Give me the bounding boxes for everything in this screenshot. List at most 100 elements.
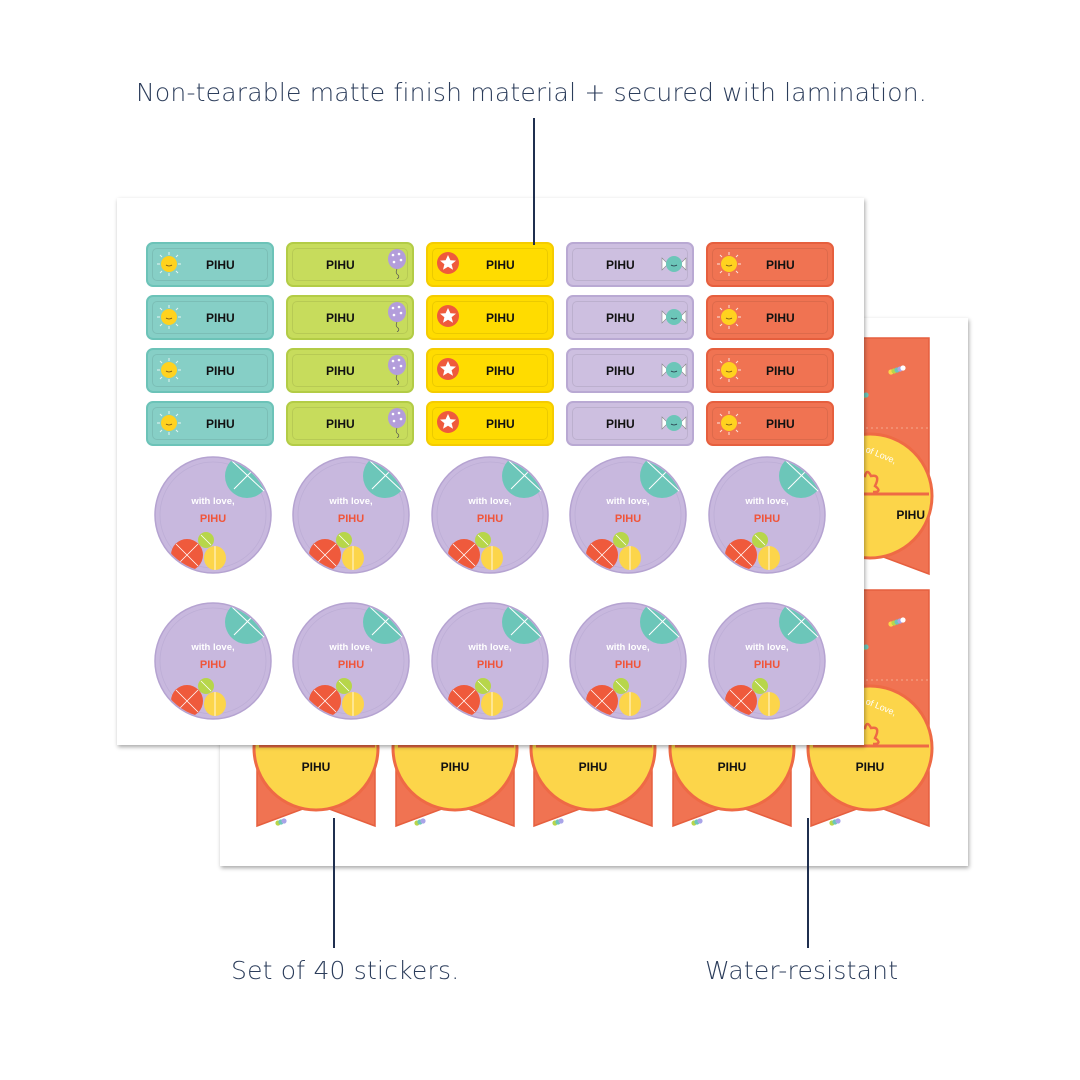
name-label-sticker-star: PIHU xyxy=(426,401,554,446)
label-inner-border xyxy=(712,407,828,440)
sticker-name: PIHU xyxy=(206,417,235,431)
name-label-sticker-sun: PIHU xyxy=(146,348,274,393)
sticker-name: PIHU xyxy=(486,417,515,431)
gift-circle-sticker: with love, PIHU xyxy=(292,456,410,574)
sticker-name: PIHU xyxy=(206,311,235,325)
label-inner-border xyxy=(572,248,688,281)
callout-lamination: Non-tearable matte finish material + sec… xyxy=(136,78,927,107)
label-inner-border xyxy=(712,301,828,334)
sticker-name: PIHU xyxy=(326,364,355,378)
gift-circle-sticker: with love, PIHU xyxy=(431,456,549,574)
greeting-text: with love, xyxy=(745,642,789,653)
name-label-sticker-balloon: PIHU xyxy=(286,401,414,446)
label-inner-border xyxy=(432,301,548,334)
sticker-name: PIHU xyxy=(199,659,227,671)
name-label-sticker-star: PIHU xyxy=(426,348,554,393)
gift-circle-sticker: with love, PIHU xyxy=(708,602,826,720)
label-inner-border xyxy=(432,354,548,387)
sticker-name: PIHU xyxy=(476,513,504,525)
sticker-name: PIHU xyxy=(486,258,515,272)
gift-circle-sticker: with love, PIHU xyxy=(154,456,272,574)
sticker-name: PIHU xyxy=(896,508,925,522)
label-inner-border xyxy=(292,248,408,281)
name-label-sticker-sun-orange: PIHU xyxy=(706,242,834,287)
sticker-name: PIHU xyxy=(486,364,515,378)
sticker-name: PIHU xyxy=(717,760,747,774)
label-inner-border xyxy=(572,407,688,440)
gift-circle-sticker: with love, PIHU xyxy=(569,602,687,720)
gift-circle-sticker: with love, PIHU xyxy=(569,456,687,574)
sticker-name: PIHU xyxy=(614,513,642,525)
sticker-name: PIHU xyxy=(753,513,781,525)
label-inner-border xyxy=(572,301,688,334)
sticker-name: PIHU xyxy=(337,659,365,671)
sticker-name: PIHU xyxy=(301,760,331,774)
greeting-text: with love, xyxy=(606,496,650,507)
name-label-sticker-balloon: PIHU xyxy=(286,295,414,340)
label-inner-border xyxy=(152,354,268,387)
greeting-text: with love, xyxy=(191,642,235,653)
label-inner-border xyxy=(292,354,408,387)
greeting-text: with love, xyxy=(191,496,235,507)
sticker-name: PIHU xyxy=(440,760,470,774)
callout-line-bottom-right xyxy=(807,818,809,948)
sticker-name: PIHU xyxy=(199,513,227,525)
sticker-name: PIHU xyxy=(614,659,642,671)
name-label-sticker-sun-orange: PIHU xyxy=(706,401,834,446)
name-label-sticker-star: PIHU xyxy=(426,295,554,340)
label-inner-border xyxy=(712,248,828,281)
sticker-name: PIHU xyxy=(606,364,635,378)
name-label-sticker-candy: PIHU xyxy=(566,401,694,446)
callout-line-top xyxy=(533,118,535,245)
name-label-sticker-sun-orange: PIHU xyxy=(706,348,834,393)
name-label-sticker-balloon: PIHU xyxy=(286,348,414,393)
gift-circle-sticker: with love, PIHU xyxy=(154,602,272,720)
name-label-sticker-sun: PIHU xyxy=(146,242,274,287)
label-inner-border xyxy=(152,248,268,281)
sticker-name: PIHU xyxy=(486,311,515,325)
label-inner-border xyxy=(432,248,548,281)
label-inner-border xyxy=(292,301,408,334)
sticker-name: PIHU xyxy=(326,417,355,431)
gift-circle-sticker: with love, PIHU xyxy=(431,602,549,720)
callout-sticker-count: Set of 40 stickers. xyxy=(231,956,460,985)
greeting-text: with love, xyxy=(329,496,373,507)
sticker-name: PIHU xyxy=(766,258,795,272)
label-inner-border xyxy=(152,407,268,440)
name-label-sticker-candy: PIHU xyxy=(566,295,694,340)
label-inner-border xyxy=(712,354,828,387)
sticker-name: PIHU xyxy=(766,311,795,325)
name-label-sticker-sun: PIHU xyxy=(146,401,274,446)
sticker-name: PIHU xyxy=(855,760,885,774)
sticker-name: PIHU xyxy=(606,311,635,325)
name-label-sticker-candy: PIHU xyxy=(566,242,694,287)
label-inner-border xyxy=(432,407,548,440)
sticker-name: PIHU xyxy=(606,258,635,272)
name-label-sticker-balloon: PIHU xyxy=(286,242,414,287)
sticker-name: PIHU xyxy=(206,364,235,378)
name-label-sticker-star: PIHU xyxy=(426,242,554,287)
gift-circle-sticker: with love,PIHU xyxy=(708,456,826,574)
label-inner-border xyxy=(572,354,688,387)
callout-line-bottom-left xyxy=(333,818,335,948)
sticker-name: PIHU xyxy=(578,760,608,774)
sticker-name: PIHU xyxy=(753,659,781,671)
label-inner-border xyxy=(152,301,268,334)
sticker-name: PIHU xyxy=(206,258,235,272)
gift-circle-sticker: with love,PIHU xyxy=(292,602,410,720)
sticker-name: PIHU xyxy=(326,311,355,325)
greeting-text: with love, xyxy=(468,496,512,507)
sticker-name: PIHU xyxy=(476,659,504,671)
name-label-sticker-candy: PIHU xyxy=(566,348,694,393)
sticker-name: PIHU xyxy=(337,513,365,525)
name-label-sticker-sun-orange: PIHU xyxy=(706,295,834,340)
label-inner-border xyxy=(292,407,408,440)
sticker-name: PIHU xyxy=(766,364,795,378)
sticker-name: PIHU xyxy=(606,417,635,431)
greeting-text: with love, xyxy=(606,642,650,653)
greeting-text: with love, xyxy=(468,642,512,653)
sticker-name: PIHU xyxy=(326,258,355,272)
callout-water-resistant: Water-resistant xyxy=(705,956,899,985)
sticker-name: PIHU xyxy=(766,417,795,431)
name-label-sticker-sun: PIHU xyxy=(146,295,274,340)
